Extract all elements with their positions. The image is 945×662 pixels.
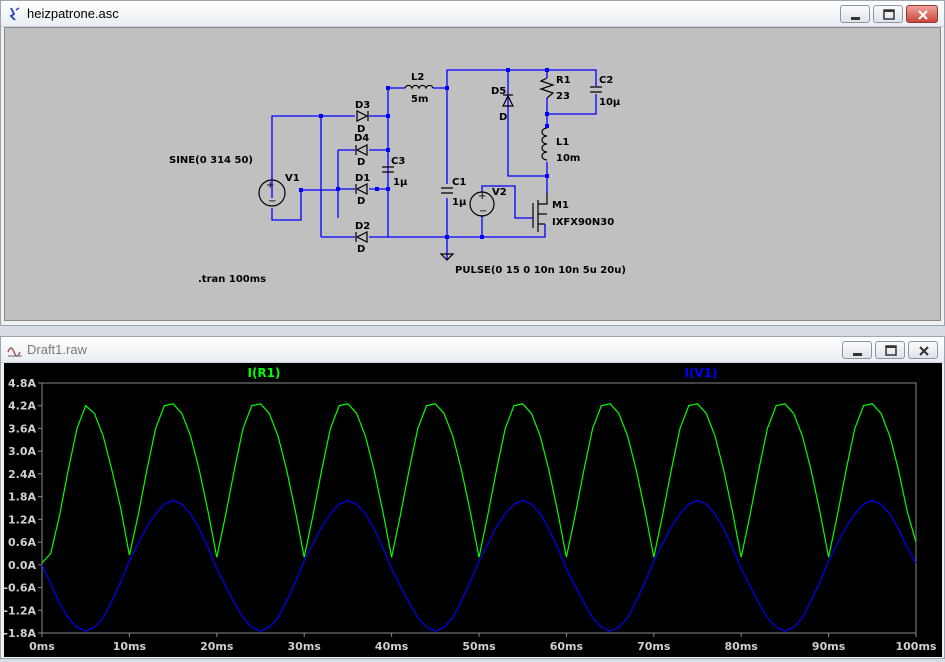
series-line-1: [41, 403, 917, 564]
x-tick-label: 30ms: [288, 640, 322, 653]
y-tick-label: 1.2A: [8, 513, 36, 526]
legend-entry-1: I(R1): [247, 366, 280, 380]
close-icon: [918, 10, 928, 20]
schematic-title: heizpatrone.asc: [27, 6, 119, 21]
label-pulse: PULSE(0 15 0 10n 10n 5u 20u): [455, 265, 626, 276]
label-l1-val: 10m: [556, 153, 580, 164]
label-m1-model: IXFX90N30: [552, 217, 614, 228]
restore-icon: [883, 9, 895, 20]
x-tick-label: 60ms: [550, 640, 584, 653]
x-tick-label: 80ms: [725, 640, 759, 653]
label-d4: D4: [354, 133, 369, 144]
x-tick-label: 10ms: [113, 640, 147, 653]
plot-frame: [41, 382, 917, 634]
schematic-titlebar[interactable]: heizpatrone.asc: [1, 1, 944, 27]
y-tick-label: 4.8A: [8, 377, 36, 390]
x-tick-label: 40ms: [375, 640, 409, 653]
schematic-window: heizpatrone.asc: [0, 0, 945, 326]
y-tick-label: 1.8A: [8, 491, 36, 504]
x-tick-label: 20ms: [200, 640, 234, 653]
label-source-fn: SINE(0 314 50): [169, 155, 253, 166]
label-c2: C2: [599, 75, 613, 86]
y-tick-label: 3.0A: [8, 445, 36, 458]
waveform-plot-area[interactable]: 4.8A 4.2A 3.6A 3.0A 2.4A 1.8A 1.2A 0.6A 0.0A -0.6…: [3, 363, 942, 657]
label-l2: L2: [411, 72, 424, 83]
y-tick-label: 3.6A: [8, 422, 36, 435]
x-tick-label: 100ms: [896, 640, 937, 653]
schematic-canvas[interactable]: + − + − SINE(0 314 50) V1 D3 D D4 D D1 D D…: [4, 27, 941, 321]
y-tick-label: -1.2A: [4, 604, 36, 617]
label-d4-model: D: [357, 157, 365, 168]
plot-restore-button[interactable]: [875, 341, 905, 359]
minimize-icon: [853, 353, 862, 356]
label-l2-val: 5m: [411, 94, 428, 105]
label-d5: D5: [491, 86, 506, 97]
label-r1: R1: [556, 75, 571, 86]
restore-button[interactable]: [873, 5, 903, 23]
label-d5-model: D: [499, 112, 507, 123]
label-c3: C3: [391, 156, 405, 167]
y-tick-label: -1.8A: [4, 627, 36, 640]
label-d3: D3: [355, 100, 370, 111]
restore-icon: [885, 345, 897, 356]
y-tick-label: -0.6A: [4, 582, 36, 595]
label-r1-val: 23: [556, 91, 570, 102]
legend-entry-2: I(V1): [684, 366, 717, 380]
plot-titlebar[interactable]: Draft1.raw: [1, 337, 944, 363]
label-d1-model: D: [357, 196, 365, 207]
label-d2: D2: [355, 221, 370, 232]
minimize-button[interactable]: [840, 5, 870, 23]
svg-text:+: +: [478, 191, 486, 202]
series-line-2: [41, 499, 917, 632]
label-d1: D1: [355, 173, 370, 184]
svg-text:−: −: [479, 206, 487, 217]
x-tick-label: 0ms: [29, 640, 55, 653]
schematic-app-icon: [9, 7, 20, 21]
label-d2-model: D: [357, 244, 365, 255]
close-icon: [919, 346, 929, 356]
y-tick-label: 0.6A: [8, 536, 36, 549]
plot-minimize-button[interactable]: [842, 341, 872, 359]
label-v1: V1: [285, 173, 300, 184]
label-tran: .tran 100ms: [198, 274, 266, 285]
plot-close-button[interactable]: [908, 341, 938, 359]
waveform-app-icon: [7, 347, 22, 357]
plot-title: Draft1.raw: [27, 342, 87, 357]
svg-text:−: −: [268, 196, 276, 207]
label-c1: C1: [452, 177, 466, 188]
y-tick-label: 4.2A: [8, 400, 36, 413]
label-l1: L1: [556, 137, 569, 148]
x-tick-label: 70ms: [637, 640, 671, 653]
label-c3-val: 1µ: [393, 177, 408, 188]
label-c2-val: 10µ: [599, 97, 621, 108]
plot-window: Draft1.raw 4.8A 4.2A 3.6A 3.0A 2.4A 1.8A 1.2A 0…: [0, 336, 945, 659]
label-c1-val: 1µ: [452, 197, 467, 208]
y-tick-label: 2.4A: [8, 468, 36, 481]
x-tick-label: 50ms: [462, 640, 496, 653]
label-v2: V2: [492, 187, 507, 198]
schematic-drawing: + − + − SINE(0 314 50) V1 D3 D D4 D D1 D D…: [169, 68, 626, 285]
label-m1: M1: [552, 200, 569, 211]
svg-text:+: +: [266, 180, 274, 191]
close-button[interactable]: [906, 5, 938, 23]
y-tick-label: 0.0A: [8, 559, 36, 572]
label-d3-model: D: [357, 124, 365, 135]
minimize-icon: [851, 17, 860, 20]
waveform-chart: 4.8A 4.2A 3.6A 3.0A 2.4A 1.8A 1.2A 0.6A 0.0A -0.6…: [3, 366, 937, 653]
x-tick-label: 90ms: [812, 640, 846, 653]
